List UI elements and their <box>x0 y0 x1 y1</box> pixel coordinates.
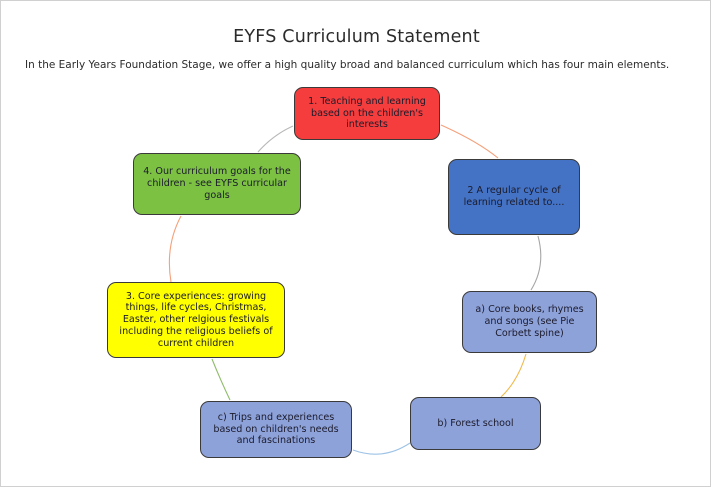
connector-node-a-to-node-b <box>500 353 527 398</box>
connector-node-3-to-node-4 <box>168 215 182 283</box>
connector-node-1-to-node-2 <box>440 124 499 159</box>
diagram-node-4[interactable]: 4. Our curriculum goals for the children… <box>133 153 301 215</box>
connector-node-b-to-node-c <box>352 442 411 455</box>
diagram-node-b[interactable]: b) Forest school <box>410 397 541 450</box>
connector-node-4-to-node-1 <box>257 125 294 153</box>
diagram-node-1[interactable]: 1. Teaching and learning based on the ch… <box>294 87 440 140</box>
connector-node-2-to-node-a <box>530 235 542 291</box>
connector-node-c-to-node-3 <box>211 358 231 401</box>
diagram-node-c[interactable]: c) Trips and experiences based on childr… <box>200 401 352 458</box>
diagram-node-a[interactable]: a) Core books, rhymes and songs (see Pie… <box>462 291 597 353</box>
diagram-node-3[interactable]: 3. Core experiences: growing things, lif… <box>107 282 285 358</box>
page-title: EYFS Curriculum Statement <box>233 27 480 47</box>
page-subtitle: In the Early Years Foundation Stage, we … <box>25 59 670 71</box>
diagram-node-2[interactable]: 2 A regular cycle of learning related to… <box>448 159 580 235</box>
